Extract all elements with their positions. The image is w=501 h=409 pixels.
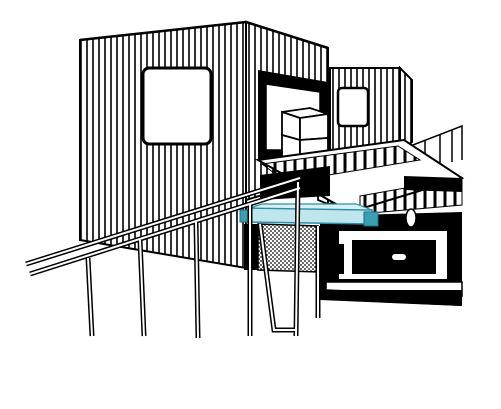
support-panel (244, 223, 319, 273)
machine-slot (392, 254, 406, 260)
transfer-bar-highlight (239, 203, 379, 227)
booth-window (141, 66, 213, 146)
foreground-railing (25, 175, 321, 339)
machine-knob (405, 208, 417, 228)
booth-window-2 (336, 86, 370, 128)
machine-base (320, 208, 463, 306)
conveyor-belt (254, 138, 465, 215)
right-booth (329, 65, 413, 152)
